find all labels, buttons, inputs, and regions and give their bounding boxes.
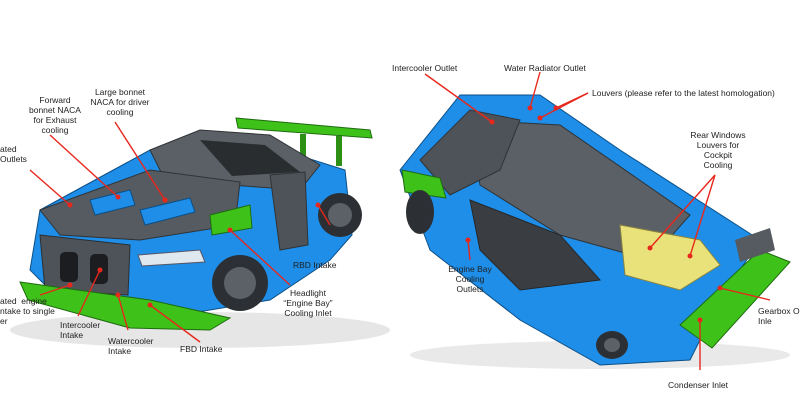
- label-engine-bay-outlets: Engine Bay Cooling Outlets: [448, 264, 492, 294]
- headlight: [137, 249, 206, 267]
- arrow-large-naca: [114, 121, 166, 201]
- arrow-water-radiator: [529, 71, 541, 109]
- label-intercooler-outlet: Intercooler Outlet: [392, 63, 458, 73]
- kidney-grille-left: [60, 252, 78, 282]
- naca-duct-forward: [89, 189, 136, 216]
- side-vent-right-car: [401, 169, 447, 199]
- rear-car-wing-endplate: [735, 228, 775, 262]
- arrow-outlets: [29, 169, 71, 206]
- label-large-naca: Large bonnet NACA for driver cooling: [90, 87, 150, 117]
- rear-wing: [235, 117, 373, 139]
- front-grille: [39, 234, 131, 296]
- label-headlight-inlet: Headlight “Engine Bay” Cooling Inlet: [283, 288, 333, 318]
- arrow-louvers-2: [555, 92, 589, 109]
- front-splitter: [19, 281, 232, 331]
- front-car-window: [200, 140, 300, 176]
- arrow-fbd: [149, 304, 201, 343]
- arrow-engine-bay: [467, 239, 471, 261]
- label-watercooler-intake: Watercooler Intake: [108, 336, 154, 356]
- label-condenser-inlet: Condenser Inlet: [668, 380, 729, 390]
- naca-duct-large: [139, 197, 196, 226]
- arrow-engine-intake: [39, 284, 71, 296]
- arrow-rear-windows-2: [689, 174, 716, 257]
- front-car-arrowheads: [67, 194, 321, 308]
- label-outlets: ated Outlets: [0, 144, 27, 164]
- label-rbd-intake: RBD Intake: [293, 260, 337, 270]
- side-vent-green: [209, 204, 253, 236]
- label-louvers: Louvers (please refer to the latest homo…: [592, 88, 775, 98]
- rear-car-bonnet: [419, 109, 521, 196]
- rear-left-rim: [328, 203, 352, 227]
- front-left-rim: [224, 267, 256, 299]
- arrow-intercooler: [77, 269, 101, 317]
- label-rear-windows: Rear Windows Louvers for Cockpit Cooling: [690, 130, 746, 170]
- arrow-watercooler: [117, 294, 129, 331]
- arrow-rbd: [317, 204, 331, 226]
- label-forward-naca: Forward bonnet NACA for Exhaust cooling: [29, 95, 81, 135]
- label-intercooler-intake: Intercooler Intake: [60, 320, 101, 340]
- wing-strut-right: [336, 136, 342, 166]
- front-car-arrows: [29, 121, 331, 343]
- wing-strut-left: [300, 134, 306, 164]
- label-water-radiator-outlet: Water Radiator Outlet: [504, 63, 586, 73]
- rear-car-cockpit: [469, 199, 602, 291]
- arrow-headlight: [229, 229, 291, 286]
- rear-car-wing: [679, 249, 791, 349]
- rear-car-arrowheads: [465, 105, 723, 323]
- label-gearbox: Gearbox O Inle: [758, 306, 800, 326]
- right-car-front-wheel: [406, 190, 434, 234]
- arrow-gearbox: [719, 287, 771, 301]
- label-engine-intake: ated engine ntake to single er: [0, 296, 55, 326]
- rear-car-arrows: [424, 71, 771, 370]
- arrow-rear-windows-1: [649, 174, 716, 249]
- arrow-forward-naca: [49, 134, 119, 198]
- arrow-intercooler-outlet: [424, 73, 493, 123]
- right-car-rear-rim: [604, 338, 620, 352]
- label-fbd-intake: FBD Intake: [180, 344, 223, 354]
- front-car-door: [269, 171, 309, 251]
